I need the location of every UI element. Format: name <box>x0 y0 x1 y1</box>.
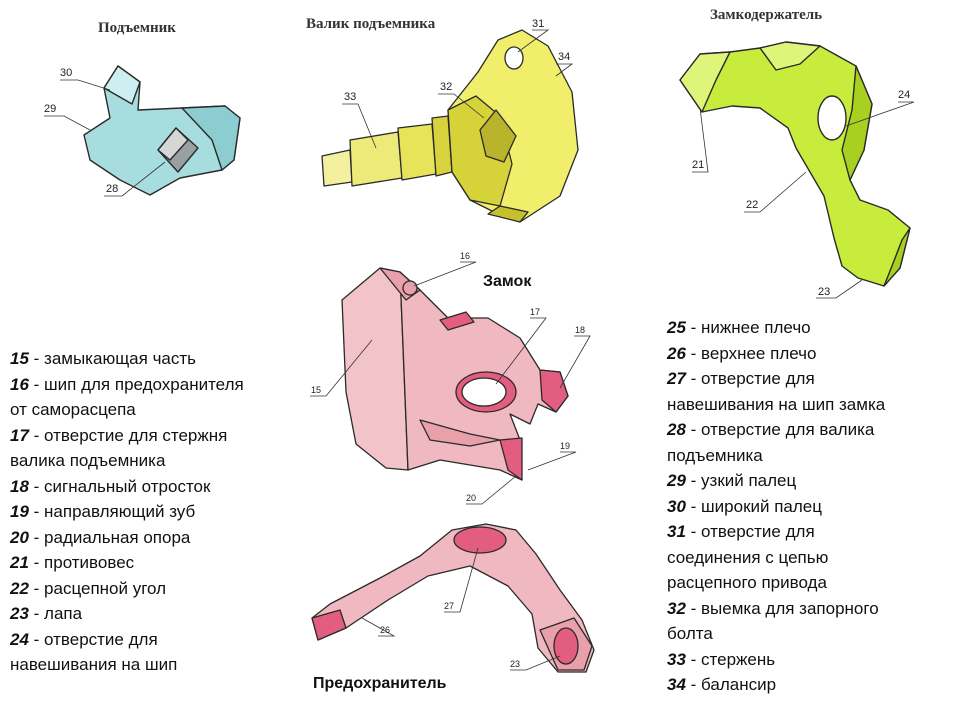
lifter-part <box>83 65 241 196</box>
legend-row: 28 - отверстие для валика <box>667 420 875 439</box>
lock-holder-part <box>679 41 911 287</box>
lifter-shaft-callouts: 31 34 32 33 <box>342 18 574 149</box>
legend-row: 33 - стержень <box>667 649 776 669</box>
legend-row: 32 - выемка для запорного <box>667 598 879 618</box>
safety-title: Предохранитель <box>313 675 447 692</box>
callout-17: 17 <box>530 307 540 317</box>
callout-30: 30 <box>60 67 72 79</box>
legend-row: 27 - отверстие для <box>667 369 815 388</box>
legend-row: от саморасцепа <box>10 400 136 419</box>
callout-33: 33 <box>344 91 356 103</box>
callout-24: 24 <box>898 89 910 101</box>
callout-27: 27 <box>444 601 454 611</box>
legend-row: 24 - отверстие для <box>10 629 158 649</box>
callout-29: 29 <box>44 103 56 115</box>
callout-22: 22 <box>746 199 758 211</box>
lock-title: Замок <box>483 273 532 290</box>
legend-row: 25 - нижнее плечо <box>667 318 811 337</box>
legend-row: 26 - верхнее плечо <box>667 343 817 363</box>
right-legend: 25 - нижнее плечо 26 - верхнее плечо 27 … <box>667 315 885 698</box>
legend-row: валика подъемника <box>10 451 166 470</box>
legend-row: 19 - направляющий зуб <box>10 502 196 521</box>
legend-row: 23 - лапа <box>10 604 83 623</box>
callout-32: 32 <box>440 81 452 93</box>
callout-23b: 23 <box>510 659 520 669</box>
lock-part <box>341 267 569 481</box>
legend-row: 17 - отверстие для стержня <box>10 425 228 445</box>
legend-row: 29 - узкий палец <box>667 471 797 490</box>
legend-row: навешивания на шип <box>10 655 178 674</box>
callout-34: 34 <box>558 51 570 63</box>
legend-row: подъемника <box>667 445 763 465</box>
safety-callouts: 27 26 23 <box>361 547 561 671</box>
legend-row: 21 - противовес <box>10 553 135 572</box>
callout-31: 31 <box>532 18 544 30</box>
lifter-shaft-part <box>321 29 579 223</box>
callout-15: 15 <box>311 385 321 395</box>
legend-row: 16 - шип для предохранителя <box>10 374 244 394</box>
lock-holder-callouts: 24 21 22 23 <box>692 89 915 299</box>
lifter-title: Подъемник <box>98 20 176 36</box>
legend-row: навешивания на шип замка <box>667 394 886 414</box>
legend-row: 34 - балансир <box>667 675 777 694</box>
callout-18: 18 <box>575 325 585 335</box>
callout-19: 19 <box>560 441 570 451</box>
legend-row: соединения с цепью <box>667 547 829 567</box>
legend-row: расцепного привода <box>667 573 827 592</box>
callout-21: 21 <box>692 159 704 171</box>
callout-23a: 23 <box>818 286 830 298</box>
safety-part <box>311 523 595 673</box>
legend-row: 15 - замыкающая часть <box>10 349 197 368</box>
lock-callouts: 16 17 18 15 19 20 <box>310 251 591 505</box>
callout-26: 26 <box>380 625 390 635</box>
legend-row: 20 - радиальная опора <box>10 527 191 547</box>
legend-row: болта <box>667 624 713 643</box>
left-legend: 15 - замыкающая часть 16 - шип для предо… <box>10 346 244 678</box>
lifter-shaft-title: Валик подъемника <box>306 16 436 32</box>
callout-20: 20 <box>466 493 476 503</box>
legend-row: 22 - расцепной угол <box>10 578 167 598</box>
legend-row: 18 - сигнальный отросток <box>10 476 211 496</box>
lock-holder-title: Замкодержатель <box>710 7 823 23</box>
lifter-callouts: 30 29 28 <box>44 67 166 197</box>
legend-row: 30 - широкий палец <box>667 496 822 516</box>
callout-28: 28 <box>106 183 118 195</box>
callout-16: 16 <box>460 251 470 261</box>
legend-row: 31 - отверстие для <box>667 522 815 541</box>
